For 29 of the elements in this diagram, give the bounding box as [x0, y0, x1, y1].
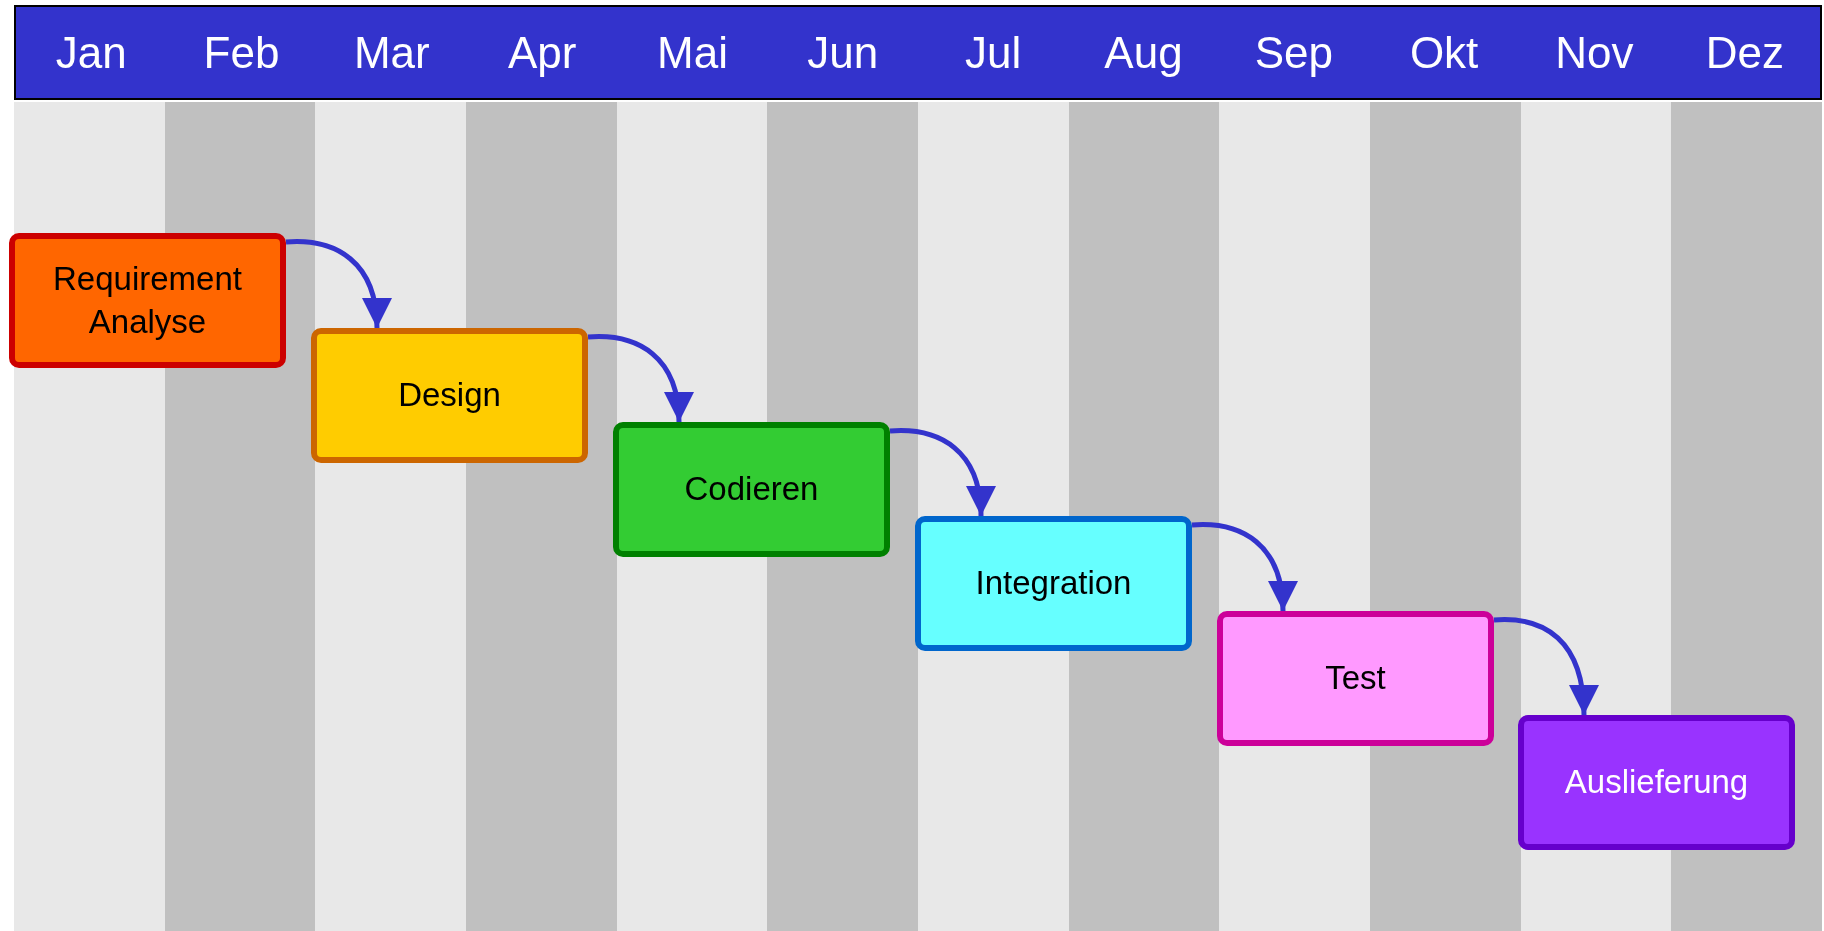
arrow: [285, 239, 391, 329]
month-label: Feb: [203, 30, 280, 75]
task-box: [311, 328, 588, 463]
task-label: Requirement Analyse: [52, 258, 243, 342]
arrow: [1493, 617, 1598, 716]
month-label: Mar: [353, 30, 430, 75]
month-label: Aug: [1104, 30, 1183, 75]
task-label: Integration: [975, 563, 1132, 604]
task-label: Codieren: [684, 469, 819, 510]
month-label: Apr: [507, 30, 577, 75]
task-box: [1217, 611, 1494, 746]
month-label: Jun: [807, 30, 879, 75]
month-label: Nov: [1555, 30, 1634, 75]
arrow: [1191, 522, 1297, 612]
task-box: [915, 516, 1192, 651]
month-label: Dez: [1705, 30, 1784, 75]
month-label: Jan: [55, 30, 127, 75]
month-label: Mai: [657, 30, 728, 75]
task-label: Auslieferung: [1564, 762, 1749, 803]
task-label: Design: [398, 375, 501, 416]
task-box: [1518, 715, 1795, 850]
month-label: Sep: [1254, 30, 1333, 75]
arrow: [889, 428, 995, 517]
month-label: Jul: [965, 30, 1022, 75]
month-label: Okt: [1409, 30, 1479, 75]
task-label: Test: [1325, 658, 1386, 699]
task-box: [613, 422, 890, 557]
arrow: [587, 334, 693, 423]
task-box: [9, 233, 286, 368]
